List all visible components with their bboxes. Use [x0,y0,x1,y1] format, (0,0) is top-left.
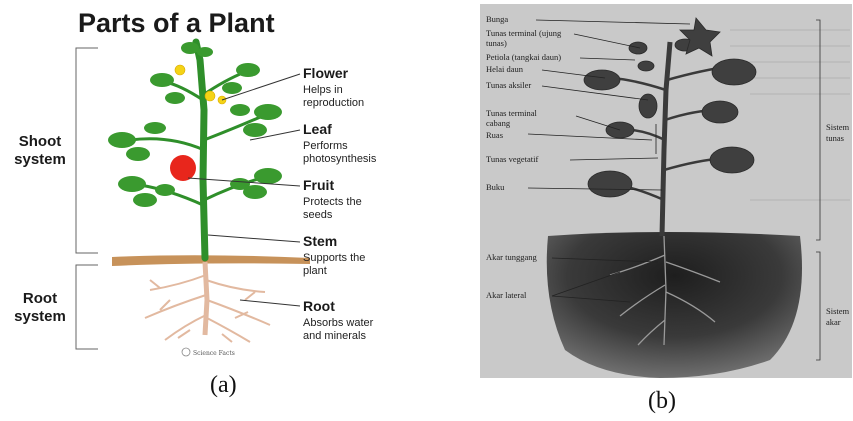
part-flower-desc-1: Helps in [303,84,343,96]
panel-b-book-diagram: Bunga Tunas terminal (ujung tunas) Petio… [470,0,853,421]
science-facts-logo: Science Facts [193,350,235,357]
part-flower-desc-2: reproduction [303,97,364,109]
caption-a: (a) [210,372,237,399]
part-leaf-desc-1: Performs [303,140,348,152]
shoot-system-label-2: system [14,151,66,168]
label-tunas-vegetatif: Tunas vegetatif [486,154,539,164]
label-sistem-akar-1: Sistem [826,306,850,316]
part-fruit-desc-1: Protects the [303,196,362,208]
label-akar-lateral: Akar lateral [486,290,527,300]
part-root-desc-1: Absorbs water [303,317,374,329]
part-stem-desc-2: plant [303,265,327,277]
part-root-name: Root [303,298,335,314]
label-helai-daun: Helai daun [486,64,524,74]
part-leaf-name: Leaf [303,121,332,137]
soil-surface [112,255,310,266]
root-bracket [76,265,98,349]
label-buku: Buku [486,182,505,192]
label-ruas: Ruas [486,130,503,140]
label-akar-tunggang: Akar tunggang [486,252,538,262]
panel-a-plant-diagram: Parts of a Plant Shoot system Root syste… [0,0,460,421]
part-stem-desc-1: Supports the [303,252,365,264]
label-tunas-terminal-cabang-1: Tunas terminal [486,108,538,118]
shoot-system-label-1: Shoot [19,133,62,150]
label-sistem-tunas-1: Sistem [826,122,850,132]
part-root-desc-2: and minerals [303,330,366,342]
root-illustration [145,262,270,342]
part-labels: Flower Helps in reproduction Leaf Perfor… [303,65,377,342]
label-tunas-terminal: Tunas terminal (ujung [486,28,562,38]
part-fruit-name: Fruit [303,177,334,193]
root-system-label-2: system [14,308,66,325]
soil-mass [547,232,802,378]
fruit-illustration [170,155,196,181]
label-sistem-akar-2: akar [826,317,841,327]
label-sistem-tunas-2: tunas [826,133,844,143]
label-petiola: Petiola (tangkai daun) [486,52,561,62]
leaf-cluster [108,42,282,207]
panel-a-svg: Parts of a Plant Shoot system Root syste… [0,0,460,421]
part-leaf-desc-2: photosynthesis [303,153,377,165]
label-bunga: Bunga [486,14,508,24]
label-tunas-terminal-cabang-2: cabang [486,118,511,128]
diagram-title: Parts of a Plant [78,8,275,38]
label-tunas-aksiler: Tunas aksiler [486,80,531,90]
part-stem-name: Stem [303,233,337,249]
part-fruit-desc-2: seeds [303,209,333,221]
panel-b-svg: Bunga Tunas terminal (ujung tunas) Petio… [470,0,853,421]
root-system-label-1: Root [23,290,57,307]
shoot-bracket [76,48,98,253]
label-tunas: tunas) [486,38,507,48]
caption-b: (b) [648,388,676,415]
part-flower-name: Flower [303,65,349,81]
science-facts-logo-icon [182,348,190,356]
